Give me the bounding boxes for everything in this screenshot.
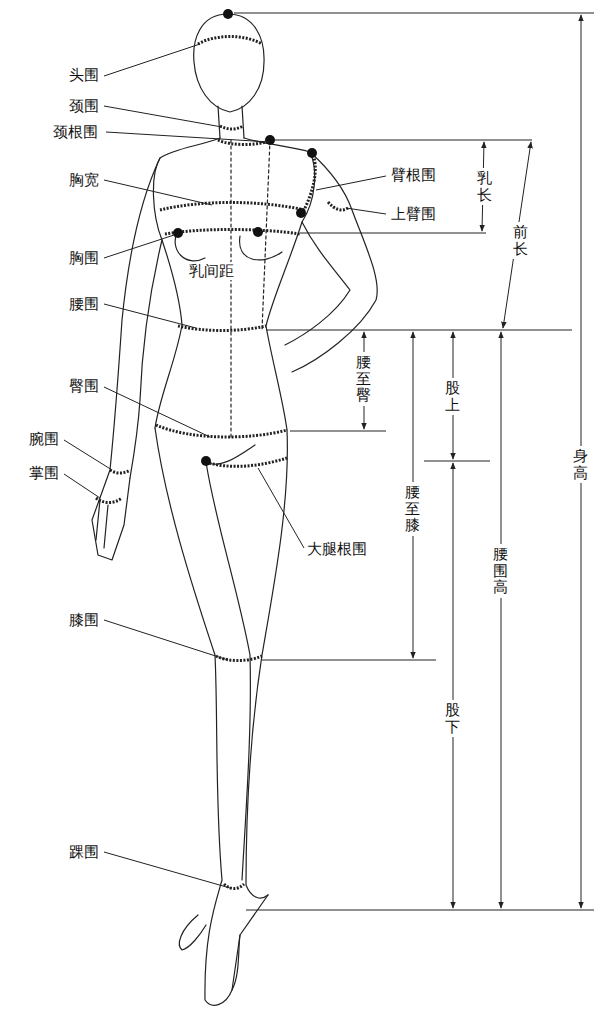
dimension-label: 腰至臀	[355, 352, 372, 406]
measurement-label: 大腿根围	[306, 540, 368, 558]
dimension-label: 前长	[512, 222, 529, 259]
measurement-label: 胸围	[68, 249, 100, 267]
dimension-label: 股下	[444, 700, 461, 737]
measurement-label: 乳间距	[188, 262, 235, 280]
measurement-label: 腰围	[68, 295, 100, 313]
measurement-label: 膝围	[68, 611, 100, 629]
dimension-label: 股上	[444, 378, 461, 415]
dimension-label: 腰围高	[492, 544, 509, 598]
measurement-label: 掌围	[28, 464, 60, 482]
measurement-label: 踝围	[68, 843, 100, 861]
measurement-label: 臂根围	[390, 166, 437, 184]
dimension-label: 乳长	[476, 168, 493, 205]
measurement-label: 胸宽	[68, 171, 100, 189]
measurement-label: 腕围	[28, 430, 60, 448]
dimension-label: 腰至膝	[404, 482, 421, 536]
measurement-label: 上臂围	[390, 205, 437, 223]
measurement-label: 颈围	[68, 97, 100, 115]
measurement-label: 臀围	[68, 377, 100, 395]
measurement-label: 颈根围	[52, 123, 99, 141]
dimension-label: 身高	[572, 446, 589, 483]
measurement-label: 头围	[68, 66, 100, 84]
